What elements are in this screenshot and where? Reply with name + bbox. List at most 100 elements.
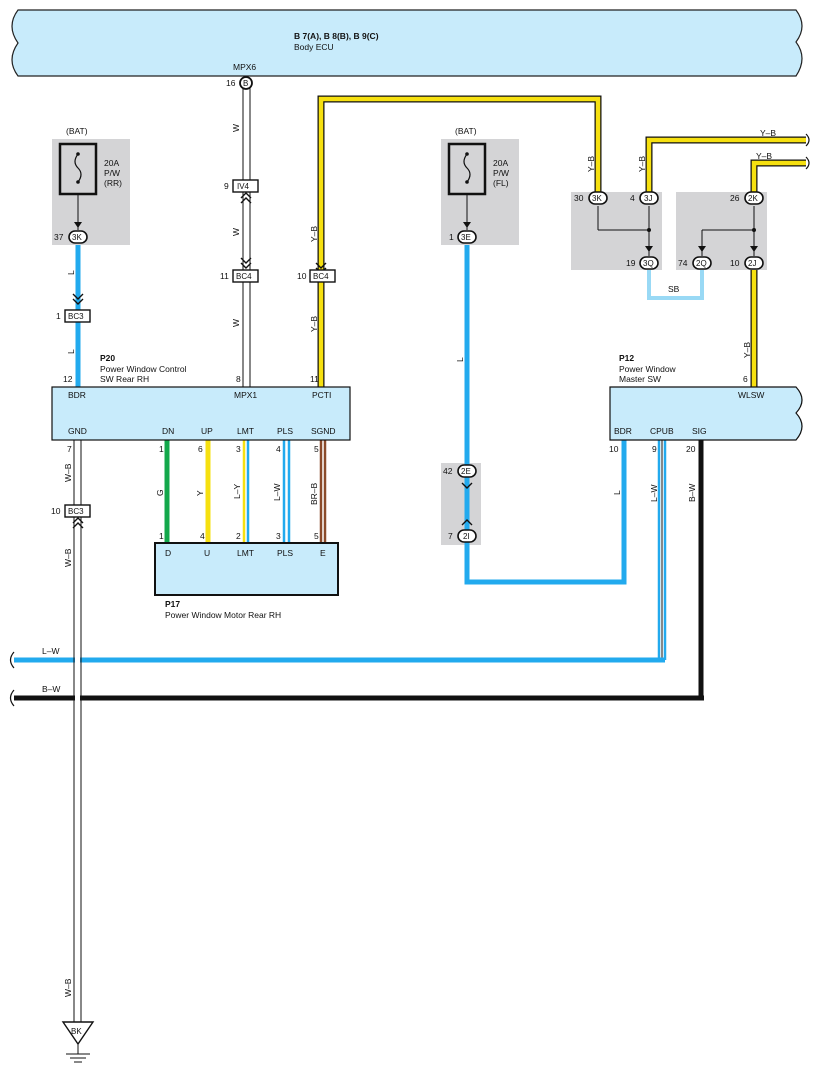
wire-label: W–B [63,548,73,567]
iv4-code: IV4 [237,182,250,191]
wire-break-left-1 [9,651,15,669]
bc3b-code: BC3 [68,507,84,516]
fuse-rr-name: P/W [104,168,120,178]
p17-pin-num: 1 [159,531,164,541]
j1-3q-code: 3Q [643,259,654,268]
p12-name2: Master SW [619,374,661,384]
wire-labels-rotated: W W W Y–B Y–B Y–B Y–B Y–B L L L L W–B W–… [63,124,752,997]
wire-label-bw-bus: B–W [42,684,60,694]
bc3b-pin: 10 [51,506,61,516]
wire-label: Y–B [309,316,319,332]
ground-symbol [61,1021,95,1063]
wire-label: W–B [63,463,73,482]
p12-top-pin-num: 6 [743,374,748,384]
wire-label: L [66,349,76,354]
wire-label: Y–B [586,156,596,172]
p12-bottom-pin-num: 9 [652,444,657,454]
p17-code: P17 [165,599,180,609]
wire-label-lw-bus: L–W [42,646,59,656]
p20-bottom-pin-label: LMT [237,426,254,436]
body-ecu-name: Body ECU [294,42,334,52]
wire-label-sb: SB [668,284,680,294]
ground-code: BK [71,1027,82,1036]
wire-ly-lmt [242,440,250,543]
p17-pin-num: 4 [200,531,205,541]
p17-pin-label: LMT [237,548,254,558]
j2-2k-pin: 26 [730,193,740,203]
fuse-rr-pin: 37 [54,232,64,242]
i2-code: 2I [463,532,470,541]
fuse-box-rr [52,139,130,245]
fuse-rr-rating: 20A [104,158,119,168]
p12-top-pin-label: WLSW [738,390,764,400]
wire-label: BR–B [309,482,319,505]
fuse-rr-connector: 3K [72,233,82,242]
p17-body [154,542,339,596]
p20-bottom-pin-num: 1 [159,444,164,454]
p17-pin-label: PLS [277,548,293,558]
p12-bottom-pin-num: 20 [686,444,696,454]
bc3a-pin: 1 [56,311,61,321]
p20-top-pin-num: 11 [310,374,319,384]
iv4-pin: 9 [224,181,229,191]
j2-2j-pin: 10 [730,258,740,268]
bc4a-pin: 11 [220,271,229,281]
p12-bottom-pin-label: CPUB [650,426,674,436]
wire-label-yb-right-1: Y–B [760,128,776,138]
fuse-rr-sub: (RR) [104,178,122,188]
wire-label: Y–B [742,342,752,358]
fuse-rr-source: (BAT) [66,126,88,136]
wire-break-right-1 [805,133,810,147]
j1-3k-pin: 30 [574,193,584,203]
fuse-fl-connector: 3E [461,233,471,242]
mpx-connector-pin: 16 [226,78,236,88]
wire-wb-ground [73,440,82,1022]
fuse-fl-pin: 1 [449,232,454,242]
p20-bottom-pin-num: 4 [276,444,281,454]
wire-label: W [231,228,241,236]
j1-3q-pin: 19 [626,258,636,268]
p20-bottom-pin-num: 6 [198,444,203,454]
p20-body [51,386,351,441]
wire-label-yb-right-2: Y–B [756,151,772,161]
j2-2q-pin: 74 [678,258,688,268]
fuse-fl-source: (BAT) [455,126,477,136]
wire-label: Y [195,490,205,496]
mpx-connector-code: B [243,79,248,88]
p20-bottom-pin-label: PLS [277,426,293,436]
j1-3k-code: 3K [592,194,602,203]
wire-label: L–Y [232,484,242,499]
p12-name1: Power Window [619,364,677,374]
wire-break-right-2 [805,156,810,170]
wire-break-left-2 [9,689,15,707]
p20-name2: SW Rear RH [100,374,149,384]
bc4b-pin: 10 [297,271,307,281]
wire-label: L–W [649,485,659,502]
wire-l-fl [464,245,627,585]
body-ecu-panel [11,9,803,77]
p20-code: P20 [100,353,115,363]
p17-pin-num: 2 [236,531,241,541]
p17-pin-label: E [320,548,326,558]
p20-bottom-pin-label: UP [201,426,213,436]
wire-yb-2k [750,159,806,192]
bc4a-code: BC4 [236,272,252,281]
j2-2k-code: 2K [748,194,758,203]
e2-pin: 42 [443,466,453,476]
p20-top-pin-num: 12 [63,374,73,384]
wire-label: W [231,124,241,132]
p20-top-pin-label: BDR [68,390,86,400]
wire-label: L [66,270,76,275]
p12-body [609,386,803,441]
p20-bottom-pin-label: GND [68,426,87,436]
p20-top-pin-label: PCTI [312,390,331,400]
wire-label: L–W [272,484,282,501]
body-ecu-code: B 7(A), B 8(B), B 9(C) [294,31,379,41]
p20-bottom-pin-num: 7 [67,444,72,454]
j1-3j-code: 3J [644,194,652,203]
rect-connectors [64,179,336,518]
p12-bottom-pin-num: 10 [609,444,619,454]
pill-connectors [68,191,764,543]
p20-top-pin-label: MPX1 [234,390,257,400]
p20-bottom-pin-num: 5 [314,444,319,454]
